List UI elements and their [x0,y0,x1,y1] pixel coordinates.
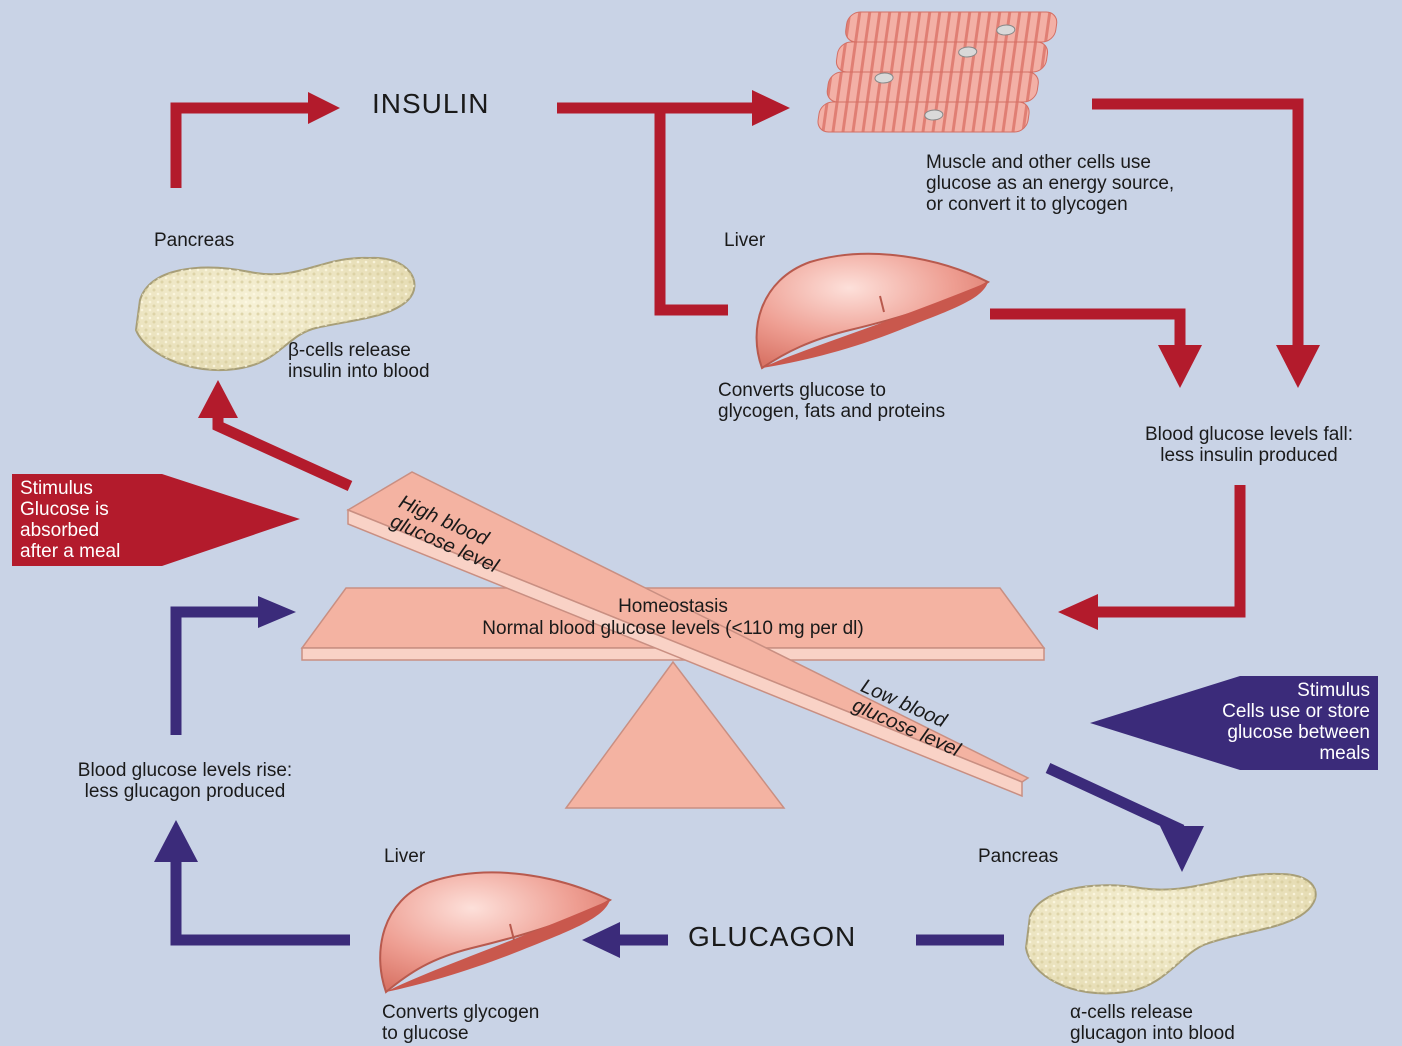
arrow-fall-to-homeostasis [1095,485,1240,612]
liver-illustration-top [757,254,988,368]
arrow-scale-to-pancreas [218,412,350,486]
pancreas-top-label: Pancreas [154,230,234,251]
arrow-liver-to-fall [990,314,1180,345]
blood-fall-caption: Blood glucose levels fall: less insulin … [1096,424,1402,466]
liver-bottom-caption: Converts glycogen to glucose [382,1002,539,1044]
arrow-liver-to-rise [176,858,350,940]
arrow-rise-to-homeostasis [176,612,262,735]
liver-bottom-label: Liver [384,846,425,867]
liver-illustration-bottom [380,872,610,992]
glucagon-label: GLUCAGON [688,926,856,947]
muscle-caption: Muscle and other cells use glucose as an… [926,152,1174,215]
arrow-scale-to-pancreas-bottom [1048,768,1182,830]
pancreas-illustration-bottom [1026,874,1316,994]
liver-top-caption: Converts glucose to glycogen, fats and p… [718,380,945,422]
pancreas-bottom-label: Pancreas [978,846,1058,867]
stimulus-bottom-text: Stimulus Cells use or store glucose betw… [1150,680,1370,764]
alpha-cells-caption: α-cells release glucagon into blood [1070,1002,1235,1044]
arrow-pancreas-to-insulin [176,108,315,188]
arrow-insulin-to-liver [660,108,728,310]
homeostasis-title: Homeostasis [302,596,1044,617]
liver-top-label: Liver [724,230,765,251]
insulin-label: INSULIN [372,93,489,114]
blood-rise-caption: Blood glucose levels rise: less glucagon… [20,760,350,802]
homeostasis-subtitle: Normal blood glucose levels (<110 mg per… [302,618,1044,639]
beta-cells-caption: β-cells release insulin into blood [288,340,430,382]
stimulus-top-text: Stimulus Glucose is absorbed after a mea… [20,478,120,562]
muscle-cells-illustration [816,12,1058,132]
